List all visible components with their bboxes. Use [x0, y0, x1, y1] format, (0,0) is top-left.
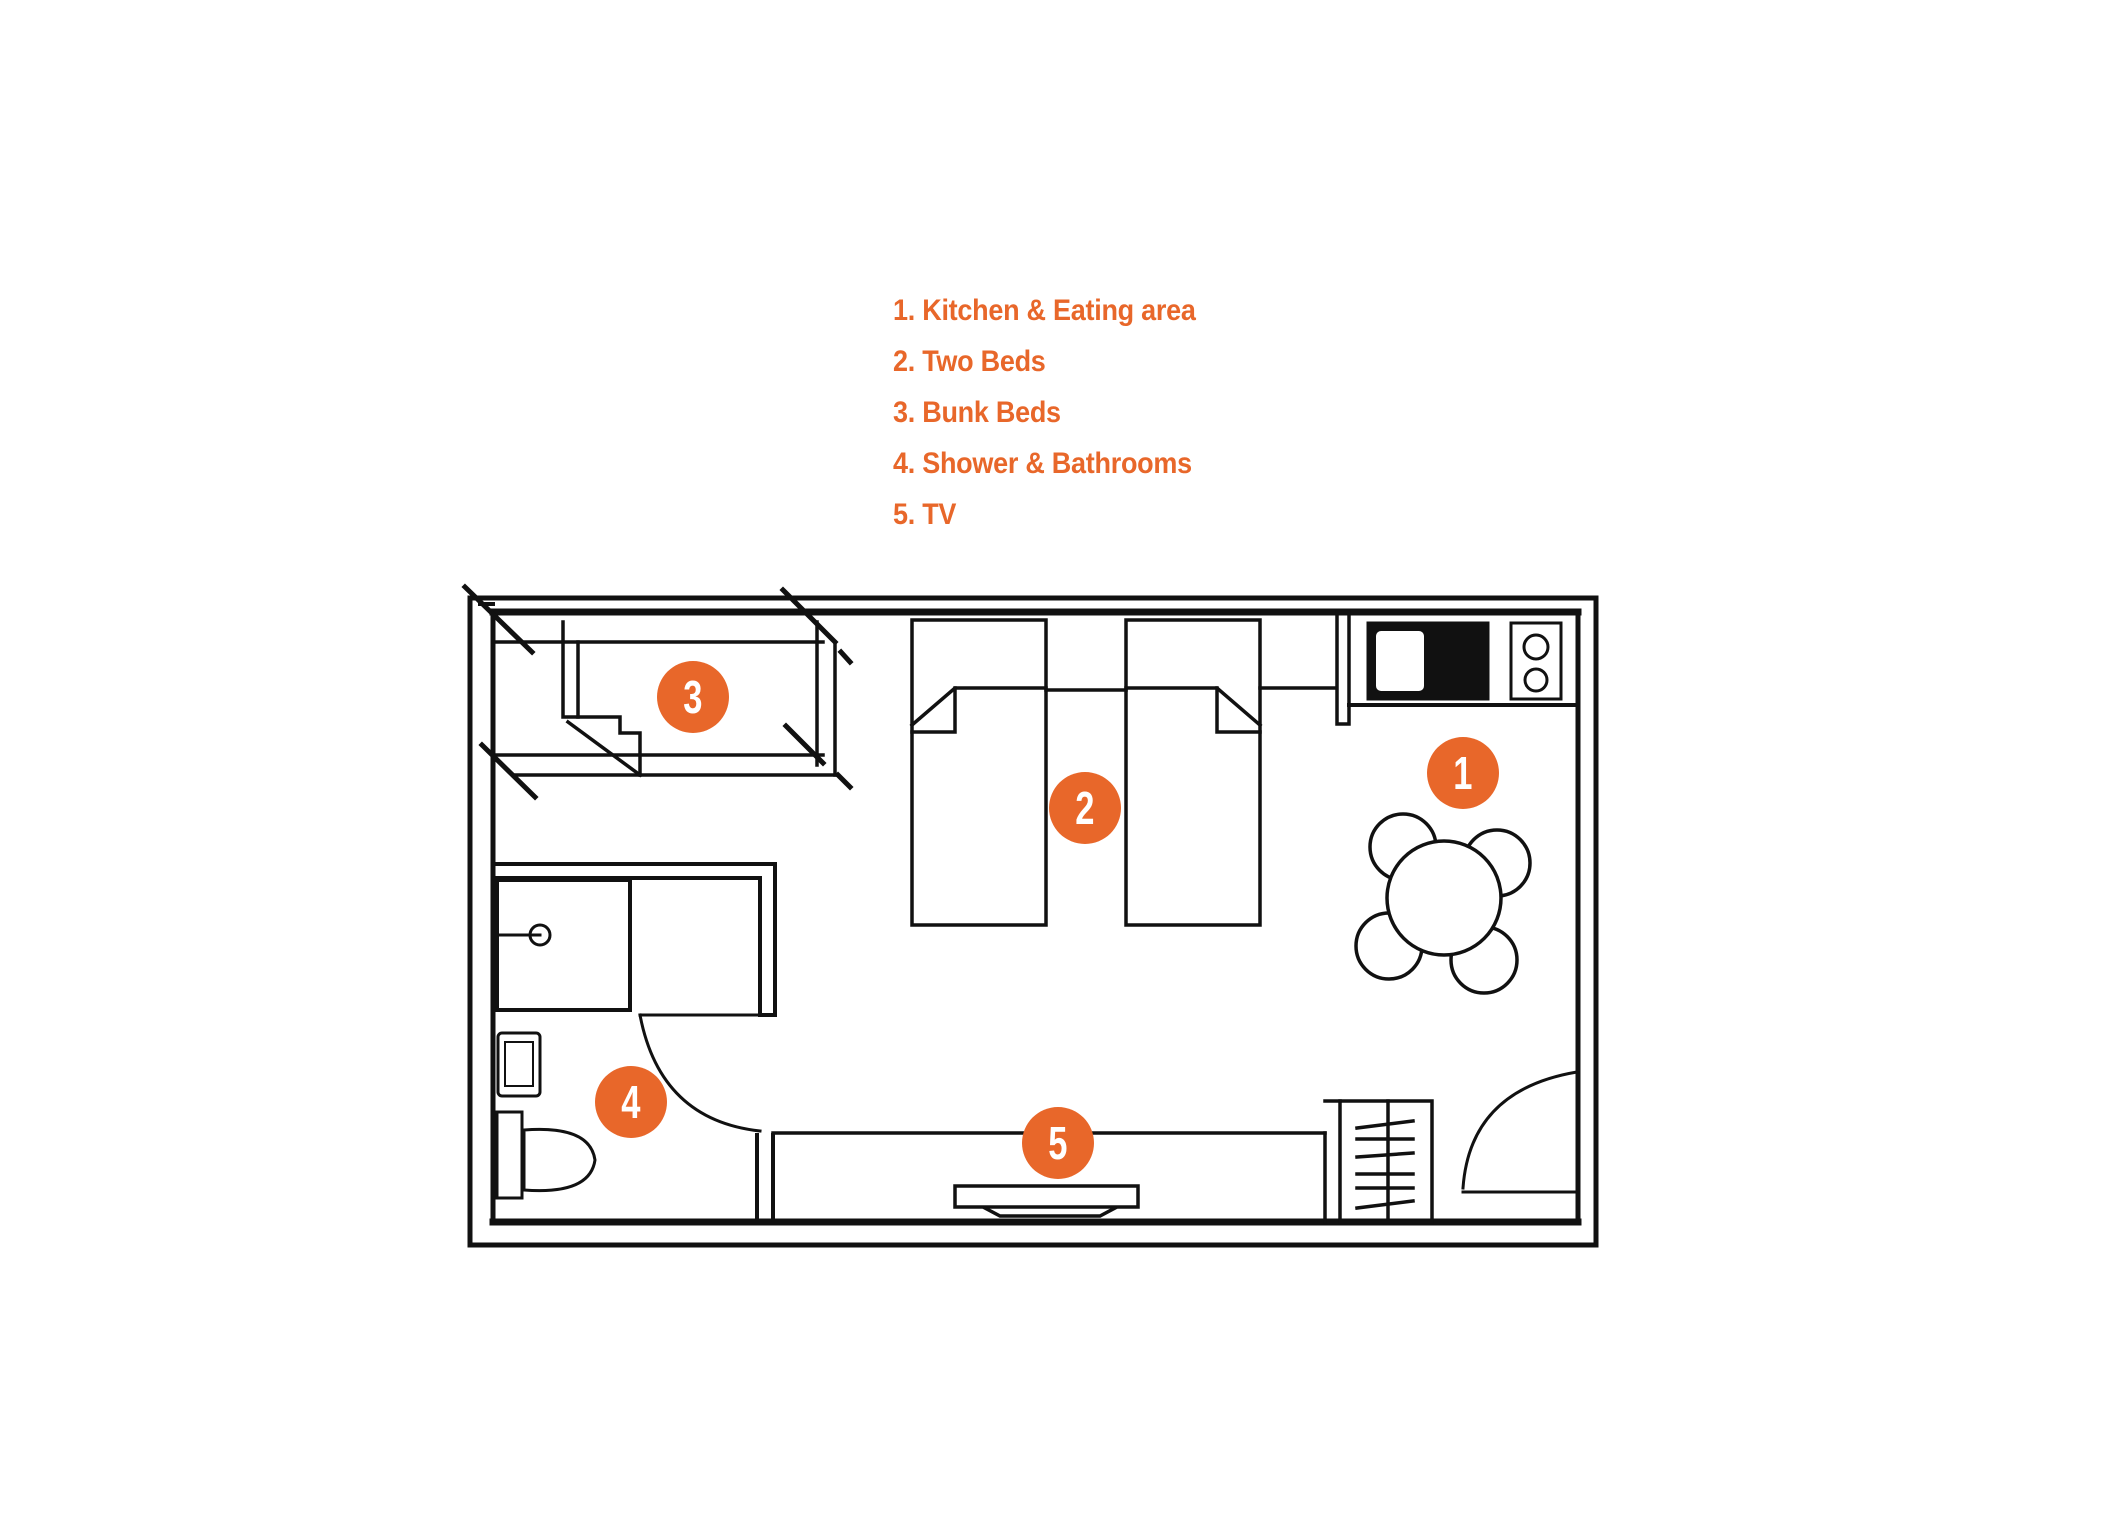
- badge-bathroom: 4: [595, 1066, 667, 1138]
- badge-bunk-beds: 3: [657, 661, 729, 733]
- legend-item-two-beds: 2. Two Beds: [893, 345, 1046, 378]
- legend-item-kitchen: 1. Kitchen & Eating area: [893, 294, 1196, 327]
- badge-tv: 5: [1022, 1107, 1094, 1179]
- floor-plan-legend: 1. Kitchen & Eating area 2. Two Beds 3. …: [893, 285, 1229, 540]
- kitchen: [1347, 621, 1580, 707]
- dining-table: [1354, 812, 1532, 995]
- two-beds: [909, 610, 1351, 927]
- legend-item-bunk-beds: 3. Bunk Beds: [893, 396, 1061, 429]
- badge-kitchen: 1: [1427, 737, 1499, 809]
- legend-item-bathroom: 4. Shower & Bathrooms: [893, 447, 1192, 480]
- legend-item-tv: 5. TV: [893, 498, 957, 531]
- wardrobe: [1323, 1099, 1434, 1224]
- bathroom: [493, 862, 777, 1224]
- badge-two-beds: 2: [1049, 772, 1121, 844]
- bunk-beds: [461, 583, 854, 801]
- entrance-door: [1461, 1070, 1579, 1194]
